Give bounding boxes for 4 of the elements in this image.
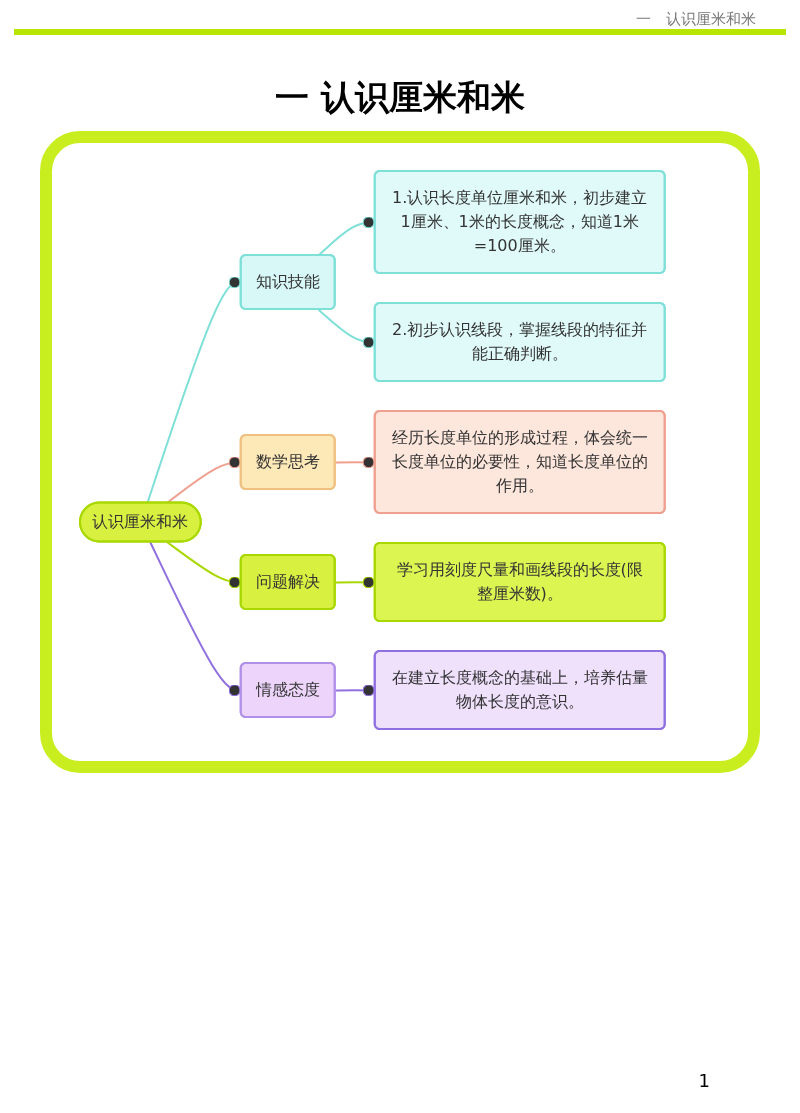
page-title: 一 认识厘米和米: [274, 76, 526, 119]
running-head: 一 认识厘米和米: [636, 10, 756, 29]
frame-panel: 认识厘米和米 知识技能 1.认识长度单位厘米和米，初步建立1厘米、1米的长度概念，知道1米=100厘米。 2.初步认识线段，掌握线段的特征并能正确判断。 数学思考 经历长度单位的形成过程，体会统一长度单位的必要性，知道长度单位的作用。 问题解决 学习用刻度尺量和画线段的长度(限整厘米数)。 情感态度 在建立长度概念的基础上，培养估量物体长度的意识。: [40, 131, 760, 773]
page-number: 1: [698, 1070, 710, 1091]
